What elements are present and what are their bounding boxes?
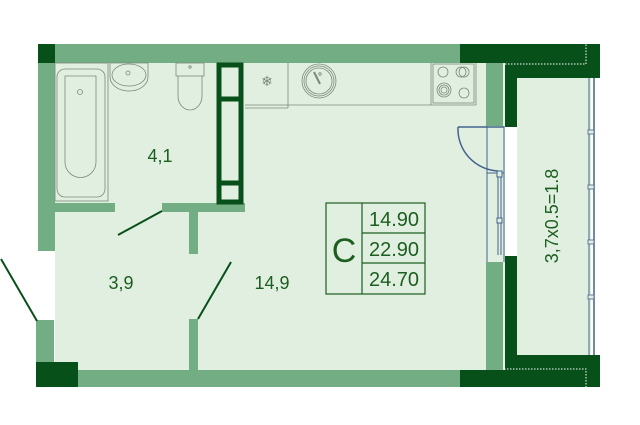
interior-doors[interactable] [0, 210, 232, 322]
balcony-left-lower [505, 256, 517, 370]
load-bearing-walls [36, 44, 600, 387]
bathtub-icon [54, 62, 109, 202]
area-table [325, 202, 426, 295]
corner-bottom-left [36, 362, 78, 387]
kitchen-counter [245, 63, 477, 109]
balcony-window [587, 78, 595, 355]
balcony-door[interactable] [457, 126, 505, 262]
balcony-top-wall [505, 63, 600, 78]
total-area-with-balcony-value: 24.70 [369, 269, 419, 291]
interior-walls [36, 44, 503, 387]
top-right-wall [460, 44, 600, 63]
room-area-hallway: 3,9 [108, 273, 133, 293]
apartment-type-letter: С [332, 232, 357, 270]
balcony-wall-upper [486, 63, 503, 126]
living-area-value: 14.90 [369, 209, 419, 231]
insulation-lines [503, 44, 587, 387]
bathroom-wall-right [162, 203, 245, 212]
balcony-floor [517, 78, 591, 355]
sink-icon [109, 62, 149, 92]
room-area-balcony: 3,7x0.5=1.8 [542, 169, 562, 264]
partition-upper [189, 212, 198, 254]
left-wall-lower [36, 320, 54, 362]
apartment-floor [55, 63, 505, 370]
bottom-wall [78, 370, 460, 387]
living-room-door[interactable] [197, 261, 232, 320]
kitchen-sink-icon [301, 63, 337, 99]
bathroom-door[interactable] [117, 210, 163, 236]
left-wall-upper [38, 63, 55, 251]
balcony-wall-lower [486, 262, 503, 370]
balcony-left-upper [505, 63, 517, 127]
partition-lower [189, 319, 198, 370]
stove-icon [432, 63, 475, 104]
wardrobe [216, 62, 244, 205]
toilet-icon [175, 62, 205, 111]
entrance-door[interactable] [0, 258, 38, 322]
bottom-right-wall [460, 370, 600, 387]
corner-top-left [38, 44, 55, 63]
fridge-icon: ❄ [261, 73, 273, 89]
bathroom-wall-left [55, 203, 115, 212]
room-area-living-room: 14,9 [254, 273, 289, 293]
room-area-bathroom: 4,1 [147, 146, 172, 166]
total-area-value: 22.90 [369, 239, 419, 261]
balcony-bottom-wall [505, 355, 600, 370]
top-wall [55, 44, 460, 63]
